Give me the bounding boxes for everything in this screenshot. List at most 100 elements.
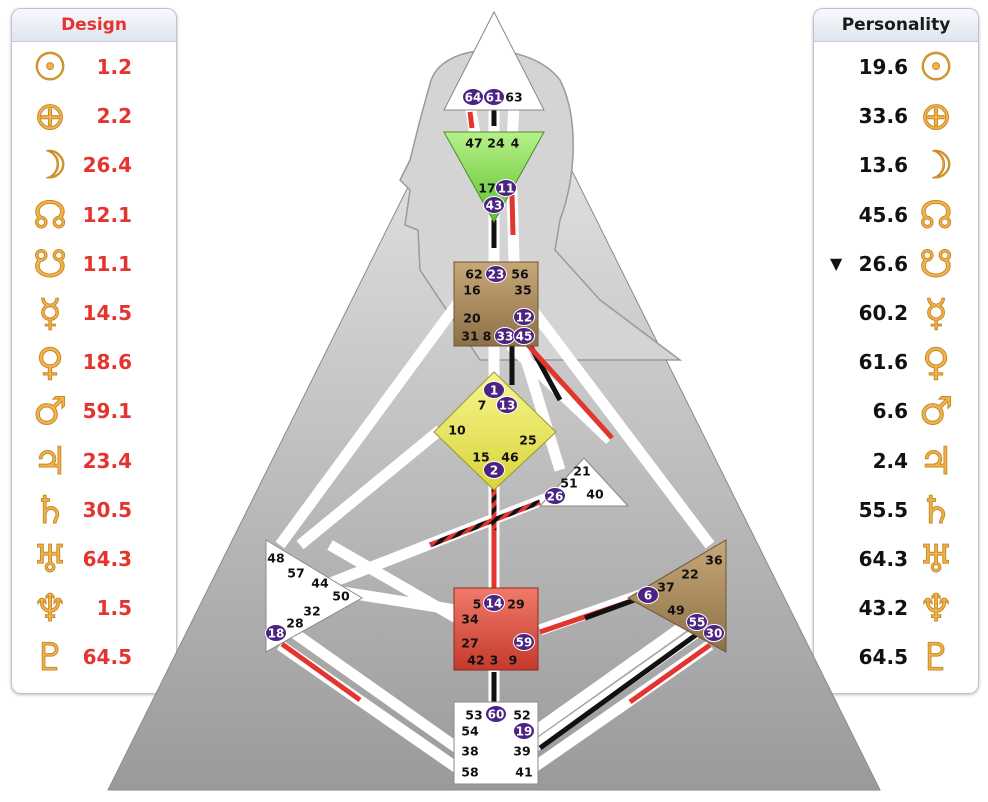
gate-61: 61 — [483, 88, 505, 106]
active-gate-marker — [513, 633, 535, 651]
gate-number: 7 — [478, 398, 487, 413]
personality-value: 13.6 — [858, 153, 908, 178]
gate-40: 40 — [586, 487, 604, 502]
gate-number: 39 — [513, 744, 530, 759]
gate-23: 23 — [485, 265, 507, 283]
gate-16: 16 — [463, 283, 481, 298]
design-value: 30.5 — [82, 497, 132, 522]
gate-number: 37 — [657, 580, 674, 595]
personality-value: 6.6 — [872, 399, 908, 424]
gate-number: 53 — [465, 708, 482, 723]
gate-29: 29 — [507, 597, 524, 612]
gate-50: 50 — [332, 589, 350, 604]
design-header: Design — [12, 9, 176, 42]
personality-row: ☋26.6▼ — [814, 242, 978, 291]
gate-number: 17 — [478, 181, 495, 196]
design-row: ⊕2.2 — [12, 94, 176, 143]
gate-number: 20 — [463, 311, 481, 326]
personality-value: 61.6 — [858, 350, 908, 375]
gate-number: 21 — [573, 464, 590, 479]
gate-number: 55 — [689, 616, 706, 630]
gate-14: 14 — [483, 594, 505, 612]
venus-icon: ♀ — [922, 340, 951, 385]
retrograde-marker: ▼ — [830, 253, 843, 273]
mars-icon: ♂ — [32, 389, 68, 434]
gate-number: 60 — [488, 708, 505, 722]
gate-number: 4 — [511, 136, 520, 151]
personality-row: ♆43.2 — [814, 586, 978, 635]
design-row: ♇64.5 — [12, 635, 176, 684]
moon-icon: ☽ — [32, 143, 68, 188]
gate-number: 16 — [463, 283, 481, 298]
gate-number: 32 — [303, 604, 320, 619]
gate-number: 1 — [490, 384, 498, 398]
personality-row: ☽13.6 — [814, 143, 978, 192]
active-gate-marker — [485, 705, 507, 723]
gate-31: 31 — [461, 329, 478, 344]
channels — [275, 104, 724, 775]
personality-row: ♀ 61.6 — [814, 340, 978, 389]
gate-number: 48 — [267, 551, 284, 566]
gate-number: 9 — [509, 653, 518, 668]
gate-39: 39 — [513, 744, 530, 759]
gate-35: 35 — [514, 283, 531, 298]
gate-number: 29 — [507, 597, 524, 612]
gate-number: 10 — [448, 423, 466, 438]
personality-value: 33.6 — [858, 104, 908, 129]
gate-49: 49 — [667, 603, 684, 618]
personality-value: 43.2 — [858, 596, 908, 621]
design-value: 14.5 — [82, 300, 132, 325]
active-gate-marker — [483, 381, 505, 399]
gate-43: 43 — [483, 196, 505, 214]
design-value: 11.1 — [82, 251, 132, 276]
gate-56: 56 — [511, 267, 529, 282]
gate-25: 25 — [519, 433, 536, 448]
personality-row: ⊕33.6 — [814, 94, 978, 143]
design-value: 23.4 — [82, 448, 132, 473]
gate-1: 1 — [483, 381, 505, 399]
design-value: 1.5 — [96, 596, 132, 621]
gate-number: 6 — [644, 589, 652, 603]
active-gate-marker — [496, 396, 518, 414]
gate-24: 24 — [487, 136, 505, 151]
gate-number: 59 — [516, 636, 533, 650]
personality-value: 60.2 — [858, 300, 908, 325]
personality-value: 64.5 — [858, 645, 908, 670]
gate-number: 11 — [498, 182, 515, 196]
gate-number: 2 — [490, 464, 498, 478]
gate-46: 46 — [501, 450, 519, 465]
uranus-icon: ♅ — [918, 536, 954, 581]
gate-number: 58 — [461, 765, 478, 780]
gate-21: 21 — [573, 464, 590, 479]
design-value: 12.1 — [82, 202, 132, 227]
gate-36: 36 — [705, 553, 723, 568]
gate-4: 4 — [511, 136, 520, 151]
gate-number: 45 — [516, 330, 533, 344]
mars-icon: ♂ — [918, 389, 954, 434]
gate-number: 50 — [332, 589, 350, 604]
personality-value: 26.6 — [858, 251, 908, 276]
gate-number: 5 — [473, 597, 482, 612]
personality-row: ♇64.5 — [814, 635, 978, 684]
venus-icon: ♀ — [36, 340, 65, 385]
design-row: ♄30.5 — [12, 488, 176, 537]
active-gate-marker — [483, 461, 505, 479]
gate-number: 64 — [465, 91, 482, 105]
personality-row: ☉19.6 — [814, 45, 978, 94]
gate-19: 19 — [513, 722, 535, 740]
gate-number: 42 — [467, 653, 484, 668]
gate-12: 12 — [513, 308, 535, 326]
ajna-center — [443, 131, 545, 224]
gate-10: 10 — [448, 423, 466, 438]
design-value: 2.2 — [96, 104, 132, 129]
gate-5: 5 — [473, 597, 482, 612]
gate-34: 34 — [461, 612, 479, 627]
gate-54: 54 — [461, 724, 479, 739]
jupiter-icon: ♃ — [918, 438, 954, 483]
gate-number: 52 — [513, 708, 530, 723]
spleen-center — [265, 539, 363, 653]
gate-13: 13 — [496, 396, 518, 414]
design-value: 1.2 — [96, 55, 132, 79]
active-gate-marker — [703, 624, 725, 642]
